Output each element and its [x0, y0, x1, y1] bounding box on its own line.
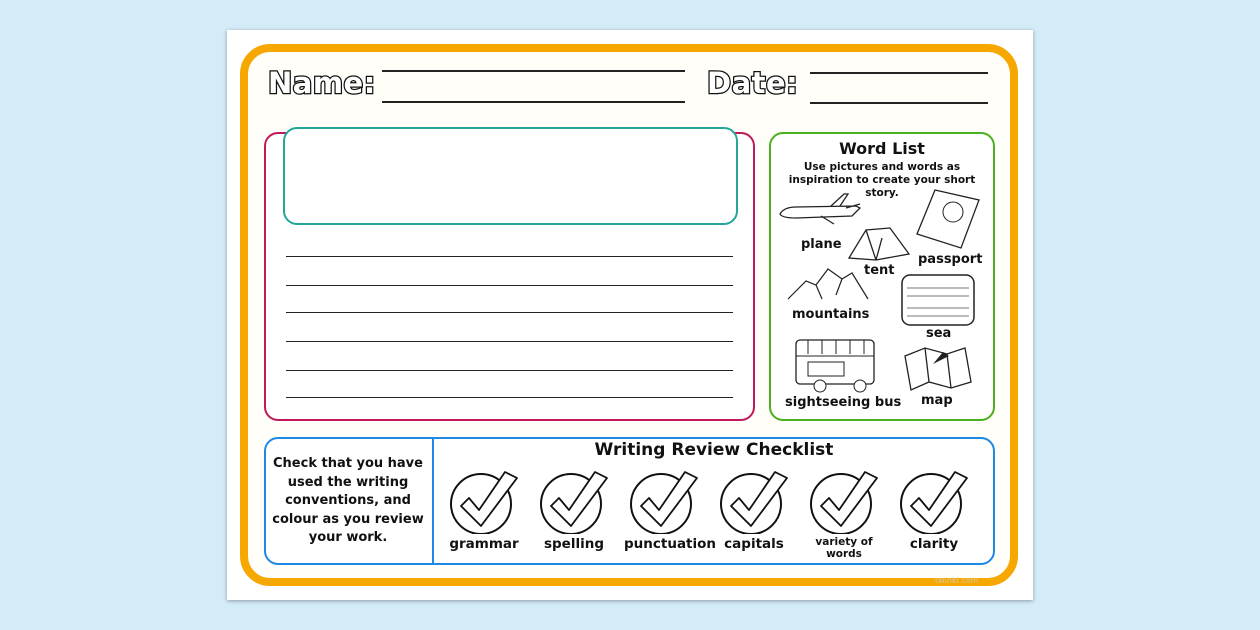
word-list-instructions: Use pictures and words as inspiration to…: [788, 161, 976, 199]
checklist-title: Writing Review Checklist: [594, 440, 834, 460]
checklist-box: [264, 437, 995, 565]
checklist-item[interactable]: clarity: [894, 468, 974, 552]
checkmark-circle-icon[interactable]: [627, 468, 701, 534]
plane-icon: [779, 193, 862, 225]
story-title-box[interactable]: [283, 127, 738, 225]
checkmark-circle-icon[interactable]: [897, 468, 971, 534]
checklist-item[interactable]: spelling: [534, 468, 614, 552]
writing-line[interactable]: [286, 312, 733, 313]
name-label: Name:: [267, 65, 377, 102]
checklist-divider: [432, 438, 434, 564]
checklist-item-label: clarity: [909, 536, 959, 552]
date-line-1[interactable]: [810, 72, 988, 74]
word-sea: sea: [926, 326, 952, 341]
checklist-instructions: Check that you have used the writing con…: [272, 456, 424, 545]
date-label: Date:: [706, 65, 799, 102]
date-line-2[interactable]: [810, 102, 988, 104]
checklist-item-label: capitals: [724, 536, 784, 552]
checklist-item[interactable]: variety of words: [804, 468, 884, 560]
checklist-item-label: spelling: [543, 536, 604, 552]
name-line-2[interactable]: [382, 101, 685, 103]
watermark: twinkl.com: [935, 576, 979, 585]
map-icon: [904, 347, 972, 391]
checklist-item[interactable]: capitals: [714, 468, 794, 552]
checklist-item-label: punctuation: [624, 536, 717, 552]
word-sightseeing-bus: sightseeing bus: [785, 395, 902, 410]
writing-line[interactable]: [286, 397, 733, 398]
checkmark-circle-icon[interactable]: [537, 468, 611, 534]
writing-line[interactable]: [286, 285, 733, 286]
writing-line[interactable]: [286, 256, 733, 257]
word-plane: plane: [801, 237, 842, 252]
tent-icon: [847, 227, 911, 261]
checkmark-circle-icon[interactable]: [807, 468, 881, 534]
checklist-item[interactable]: punctuation: [624, 468, 717, 552]
checklist-item-label: variety of words: [815, 536, 873, 560]
sightseeing-bus-icon: [795, 339, 875, 393]
checklist-item[interactable]: grammar: [444, 468, 524, 552]
checkmark-circle-icon[interactable]: [447, 468, 521, 534]
word-mountains: mountains: [792, 307, 870, 322]
checklist-item-label: grammar: [449, 536, 519, 552]
sea-icon: [901, 274, 975, 326]
word-list-box: Word List Use pictures and words as insp…: [769, 132, 995, 421]
checkmark-circle-icon[interactable]: [717, 468, 791, 534]
word-passport: passport: [918, 252, 983, 267]
word-map: map: [921, 393, 953, 408]
passport-icon: [916, 189, 980, 249]
name-line-1[interactable]: [382, 70, 685, 72]
word-list-title: Word List: [839, 139, 925, 158]
writing-line[interactable]: [286, 370, 733, 371]
mountains-icon: [787, 268, 869, 300]
word-tent: tent: [864, 263, 895, 278]
writing-line[interactable]: [286, 341, 733, 342]
